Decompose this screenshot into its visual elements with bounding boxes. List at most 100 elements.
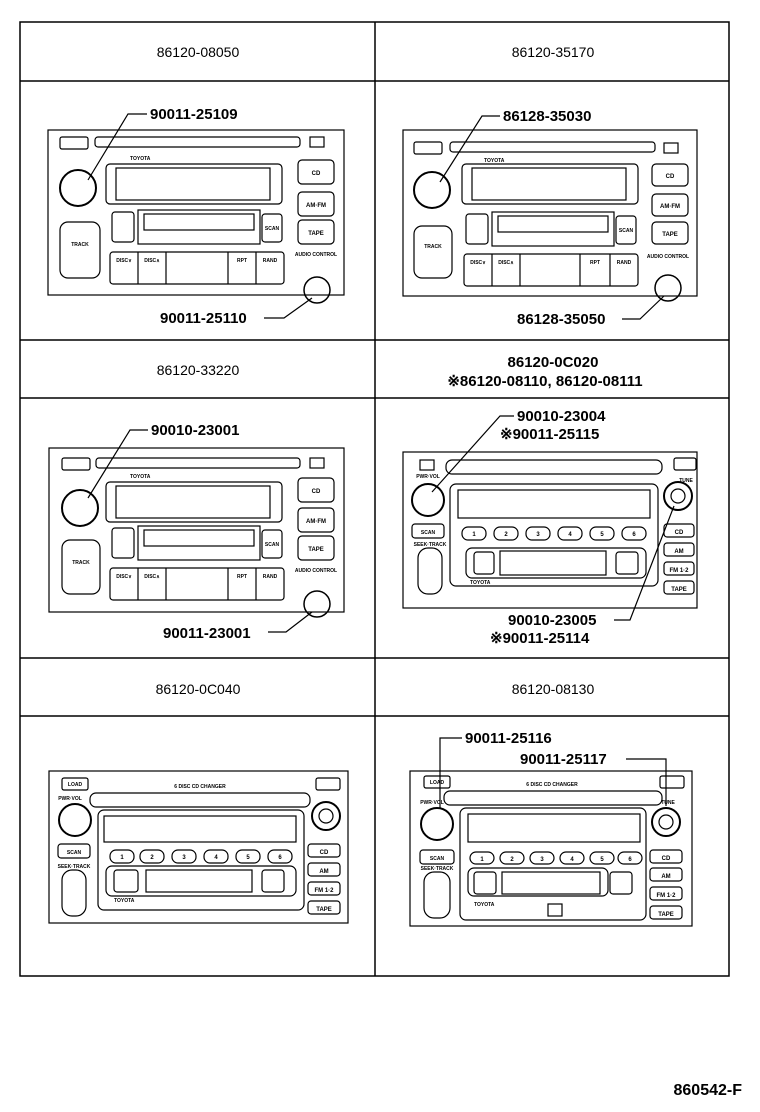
unit3-scan-label: SCAN (265, 542, 280, 548)
leader-90011-25109 (87, 113, 147, 181)
radio-unit-1 (47, 129, 345, 304)
leader-90010-23004 (431, 415, 514, 493)
callout-90011-25109: 90011-25109 (150, 106, 238, 123)
figure-number: 860542-F (673, 1082, 743, 1099)
unit2-scan-label: SCAN (619, 228, 634, 234)
unit3-audio-control: AUDIO CONTROL (295, 568, 337, 574)
unit3-rpt: RPT (237, 574, 247, 580)
unit4-num-6: 6 (632, 532, 636, 538)
unit5-scan: SCAN (67, 850, 82, 856)
unit4-fm: FM 1·2 (669, 568, 689, 574)
unit6-num-6: 6 (628, 857, 632, 863)
callout-90011-25116: 90011-25116 (465, 730, 552, 747)
unit3-cd-label: CD (312, 489, 321, 495)
unit3-track-label: TRACK (72, 560, 90, 566)
unit2-audio-control: AUDIO CONTROL (647, 254, 689, 260)
callout-90010-23004: 90010-23004 (517, 408, 606, 425)
leader-90010-23005 (614, 505, 675, 621)
leader-90010-23001 (87, 429, 148, 499)
unit1-scan-label: SCAN (265, 226, 280, 232)
unit1-toyota-label: TOYOTA (130, 156, 151, 162)
unit5-am: AM (319, 869, 328, 875)
unit4-pwr-vol: PWR·VOL (416, 474, 440, 480)
unit5-num-2: 2 (150, 855, 154, 861)
callout-90011-23001: 90011-23001 (163, 625, 251, 642)
leader-86128-35030 (439, 115, 500, 183)
unit6-num-3: 3 (540, 857, 544, 863)
unit1-track-label: TRACK (71, 242, 89, 248)
unit2-rand: RAND (617, 260, 632, 266)
callout-86128-35030: 86128-35030 (503, 108, 591, 125)
unit3-rand: RAND (263, 574, 278, 580)
unit4-num-3: 3 (536, 532, 540, 538)
unit5-load: LOAD (68, 782, 83, 788)
leader-90011-25117 (626, 758, 667, 806)
callout-90011-25114: ※90011-25114 (490, 630, 590, 647)
unit3-amfm-label: AM·FM (306, 519, 326, 525)
unit1-disc-up: DISC∧ (144, 258, 160, 264)
unit5-changer: 6 DISC CD CHANGER (174, 784, 226, 790)
header-cell-6: 86120-08130 (512, 681, 595, 697)
unit6-num-1: 1 (480, 857, 484, 863)
unit5-seek-track: SEEK·TRACK (58, 864, 91, 870)
unit6-scan: SCAN (430, 856, 445, 862)
unit4-scan: SCAN (421, 530, 436, 536)
unit3-tape-label: TAPE (308, 547, 324, 553)
unit2-disc-down: DISC∨ (470, 260, 486, 266)
callout-90011-25117: 90011-25117 (520, 751, 607, 768)
unit1-rand: RAND (263, 258, 278, 264)
unit5-pwr-vol: PWR·VOL (58, 796, 82, 802)
radio-unit-3 (48, 447, 345, 618)
unit1-tape-label: TAPE (308, 231, 324, 237)
unit2-toyota-label: TOYOTA (484, 158, 505, 164)
unit1-rpt: RPT (237, 258, 247, 264)
unit4-toyota: TOYOTA (470, 580, 491, 586)
unit5-num-1: 1 (120, 855, 124, 861)
unit5-num-6: 6 (278, 855, 282, 861)
unit4-num-2: 2 (504, 532, 508, 538)
callout-90010-23005: 90010-23005 (508, 612, 596, 629)
unit5-toyota: TOYOTA (114, 898, 135, 904)
unit5-num-4: 4 (214, 855, 218, 861)
unit5-cd: CD (320, 850, 329, 856)
leader-86128-35050 (622, 295, 665, 320)
unit1-amfm-label: AM·FM (306, 203, 326, 209)
grid (19, 21, 730, 977)
unit4-cd: CD (675, 530, 684, 536)
callout-90010-23001: 90010-23001 (151, 422, 239, 439)
unit1-disc-down: DISC∨ (116, 258, 132, 264)
unit2-rpt: RPT (590, 260, 600, 266)
radio-unit-4 (402, 451, 698, 609)
unit6-cd: CD (662, 856, 671, 862)
leader-90011-25110 (264, 297, 313, 319)
unit2-disc-up: DISC∧ (498, 260, 514, 266)
unit6-seek-track: SEEK·TRACK (421, 866, 454, 872)
unit6-num-5: 5 (600, 857, 604, 863)
unit2-cd-label: CD (666, 174, 675, 180)
header-cell-2: 86120-35170 (512, 44, 595, 60)
header-cell-3: 86120-33220 (157, 362, 240, 378)
unit3-disc-down: DISC∨ (116, 574, 132, 580)
unit6-changer: 6 DISC CD CHANGER (526, 782, 578, 788)
unit6-am: AM (661, 874, 670, 880)
unit6-tune: TUNE (661, 800, 675, 806)
unit2-tape-label: TAPE (662, 232, 678, 238)
radio-unit-5 (48, 770, 349, 924)
unit5-num-5: 5 (246, 855, 250, 861)
unit6-toyota: TOYOTA (474, 902, 495, 908)
unit1-cd-label: CD (312, 171, 321, 177)
unit4-num-4: 4 (568, 532, 572, 538)
unit5-num-3: 3 (182, 855, 186, 861)
unit2-amfm-label: AM·FM (660, 204, 680, 210)
unit4-num-1: 1 (472, 532, 476, 538)
unit5-fm: FM 1·2 (314, 888, 334, 894)
radio-unit-6 (409, 770, 693, 927)
leader-90011-23001 (268, 611, 313, 633)
unit6-num-2: 2 (510, 857, 514, 863)
radio-unit-2 (402, 129, 698, 302)
unit6-fm: FM 1·2 (656, 893, 676, 899)
unit6-num-4: 4 (570, 857, 574, 863)
unit6-tape: TAPE (658, 912, 674, 918)
callout-90011-25115: ※90011-25115 (500, 426, 599, 443)
